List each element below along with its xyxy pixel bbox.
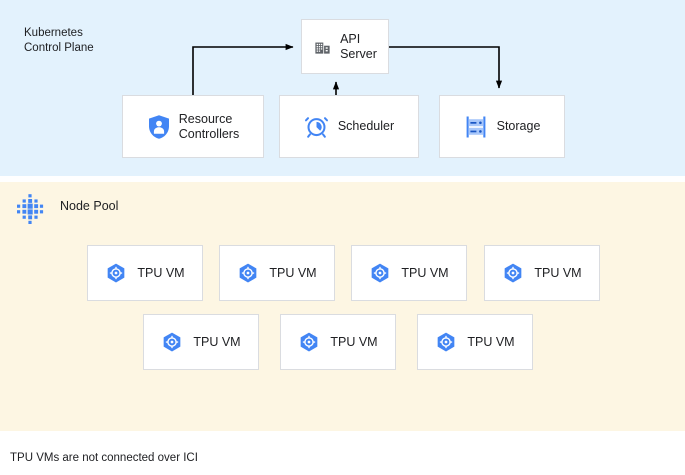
tpu-vm-content: TPU VM bbox=[369, 262, 449, 284]
node-resource-controllers[interactable]: Resource Controllers bbox=[122, 95, 264, 158]
node-pool-region bbox=[0, 182, 685, 431]
control-plane-title: Kubernetes Control Plane bbox=[24, 27, 94, 54]
tpu-vm-card[interactable]: TPU VM bbox=[219, 245, 335, 301]
node-storage-label: Storage bbox=[496, 119, 541, 133]
footnote-text: TPU VMs are not connected over ICI bbox=[10, 452, 198, 464]
node-api-server[interactable]: API Server bbox=[301, 19, 389, 74]
tpu-vm-label: TPU VM bbox=[534, 266, 582, 280]
node-resource-controllers-label: Resource Controllers bbox=[178, 111, 240, 141]
tpu-vm-label: TPU VM bbox=[193, 335, 241, 349]
node-scheduler[interactable]: Scheduler bbox=[279, 95, 419, 158]
node-pool-title: Node Pool bbox=[60, 199, 119, 213]
tpu-hex-icon bbox=[502, 262, 524, 284]
tpu-hex-icon bbox=[369, 262, 391, 284]
node-resource-controllers-content: Resource Controllers bbox=[147, 112, 239, 142]
tpu-vm-content: TPU VM bbox=[435, 331, 515, 353]
node-pool-dots-icon bbox=[12, 192, 48, 228]
node-storage[interactable]: Storage bbox=[439, 95, 565, 158]
server-rack-icon bbox=[464, 115, 488, 139]
tpu-vm-label: TPU VM bbox=[401, 266, 449, 280]
tpu-vm-content: TPU VM bbox=[237, 262, 317, 284]
node-scheduler-label: Scheduler bbox=[337, 119, 395, 133]
tpu-vm-content: TPU VM bbox=[105, 262, 185, 284]
tpu-vm-content: TPU VM bbox=[161, 331, 241, 353]
office-building-icon bbox=[313, 37, 332, 56]
tpu-vm-content: TPU VM bbox=[502, 262, 582, 284]
alarm-clock-icon bbox=[304, 114, 329, 139]
node-api-server-label: API Server bbox=[340, 31, 377, 61]
tpu-vm-card[interactable]: TPU VM bbox=[87, 245, 203, 301]
tpu-hex-icon bbox=[237, 262, 259, 284]
tpu-hex-icon bbox=[298, 331, 320, 353]
tpu-vm-card[interactable]: TPU VM bbox=[417, 314, 533, 370]
node-storage-content: Storage bbox=[464, 115, 541, 139]
tpu-hex-icon bbox=[105, 262, 127, 284]
node-api-server-content: API Server bbox=[313, 32, 377, 62]
tpu-vm-card[interactable]: TPU VM bbox=[143, 314, 259, 370]
shield-user-icon bbox=[147, 114, 171, 140]
tpu-hex-icon bbox=[435, 331, 457, 353]
tpu-hex-icon bbox=[161, 331, 183, 353]
tpu-vm-label: TPU VM bbox=[467, 335, 515, 349]
tpu-vm-label: TPU VM bbox=[330, 335, 378, 349]
tpu-vm-card[interactable]: TPU VM bbox=[280, 314, 396, 370]
tpu-vm-label: TPU VM bbox=[137, 266, 185, 280]
tpu-vm-content: TPU VM bbox=[298, 331, 378, 353]
tpu-vm-card[interactable]: TPU VM bbox=[351, 245, 467, 301]
tpu-vm-label: TPU VM bbox=[269, 266, 317, 280]
node-scheduler-content: Scheduler bbox=[304, 114, 394, 139]
tpu-vm-card[interactable]: TPU VM bbox=[484, 245, 600, 301]
